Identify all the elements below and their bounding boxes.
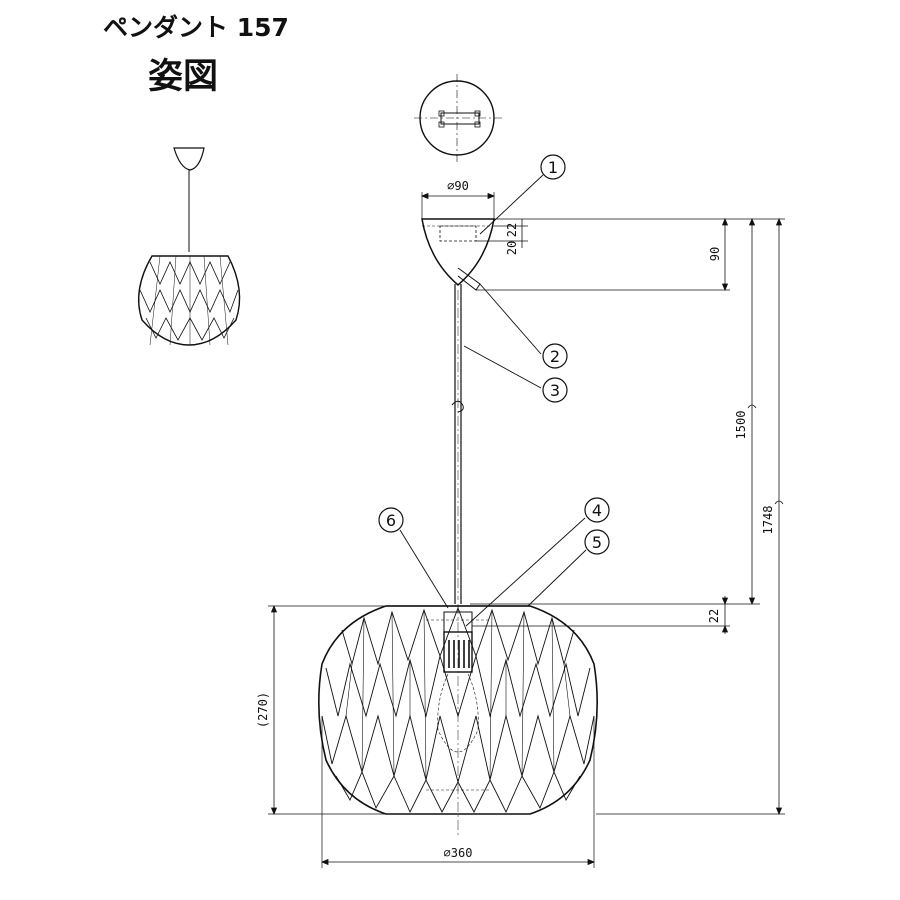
canopy-mount-plate xyxy=(439,225,477,242)
dim-shade-height: (270) xyxy=(256,692,270,728)
dimension-lines xyxy=(270,192,784,866)
sketch-shade-outline xyxy=(137,255,241,346)
balloon-2 xyxy=(542,343,568,369)
page-title: ペンダント 157 xyxy=(103,13,289,42)
dim-shade-diameter: ⌀360 xyxy=(444,846,473,860)
sketch-shade-verticals xyxy=(149,255,229,346)
balloon-1-label: 1 xyxy=(548,158,558,177)
dim-20: 20 xyxy=(505,241,519,255)
extension-lines xyxy=(268,192,785,868)
balloon-5-label: 5 xyxy=(592,533,602,552)
balloon-4 xyxy=(584,497,610,523)
balloon-2-label: 2 xyxy=(550,347,560,366)
leader-lines xyxy=(399,174,587,627)
part-balloons xyxy=(378,154,610,555)
cord xyxy=(451,284,464,604)
canopy-plan-bracket xyxy=(440,112,480,125)
canopy-top-view xyxy=(414,74,504,162)
shade-front-view xyxy=(318,604,598,836)
dim-22-top: 22 xyxy=(505,223,519,237)
balloon-6-label: 6 xyxy=(386,511,396,530)
socket-grip xyxy=(448,640,470,668)
dim-canopy-height: 90 xyxy=(708,247,722,261)
cord-holder xyxy=(457,267,481,291)
dim-cord-length: 1500 xyxy=(734,411,748,440)
dim-canopy-diameter: ⌀90 xyxy=(447,179,469,193)
balloon-3 xyxy=(542,377,568,403)
shade-outline xyxy=(318,605,598,815)
bulb-outline xyxy=(437,673,479,753)
shade-verticals xyxy=(345,609,571,781)
balloon-4-label: 4 xyxy=(592,501,602,520)
sketch-canopy xyxy=(173,147,205,171)
shade-fold-row-4 xyxy=(335,770,581,814)
balloon-3-label: 3 xyxy=(550,381,560,400)
balloon-5 xyxy=(584,529,610,555)
dim-total-length: 1748 xyxy=(761,506,775,535)
perspective-sketch xyxy=(137,147,241,346)
page-subtitle: 姿図 xyxy=(148,57,219,97)
cord-break-mark xyxy=(451,400,464,413)
balloon-1 xyxy=(540,154,566,180)
canopy-side-view xyxy=(421,218,495,291)
balloon-6 xyxy=(378,507,404,533)
dim-shade-top: 22 xyxy=(707,609,721,623)
canopy-body xyxy=(421,218,495,286)
